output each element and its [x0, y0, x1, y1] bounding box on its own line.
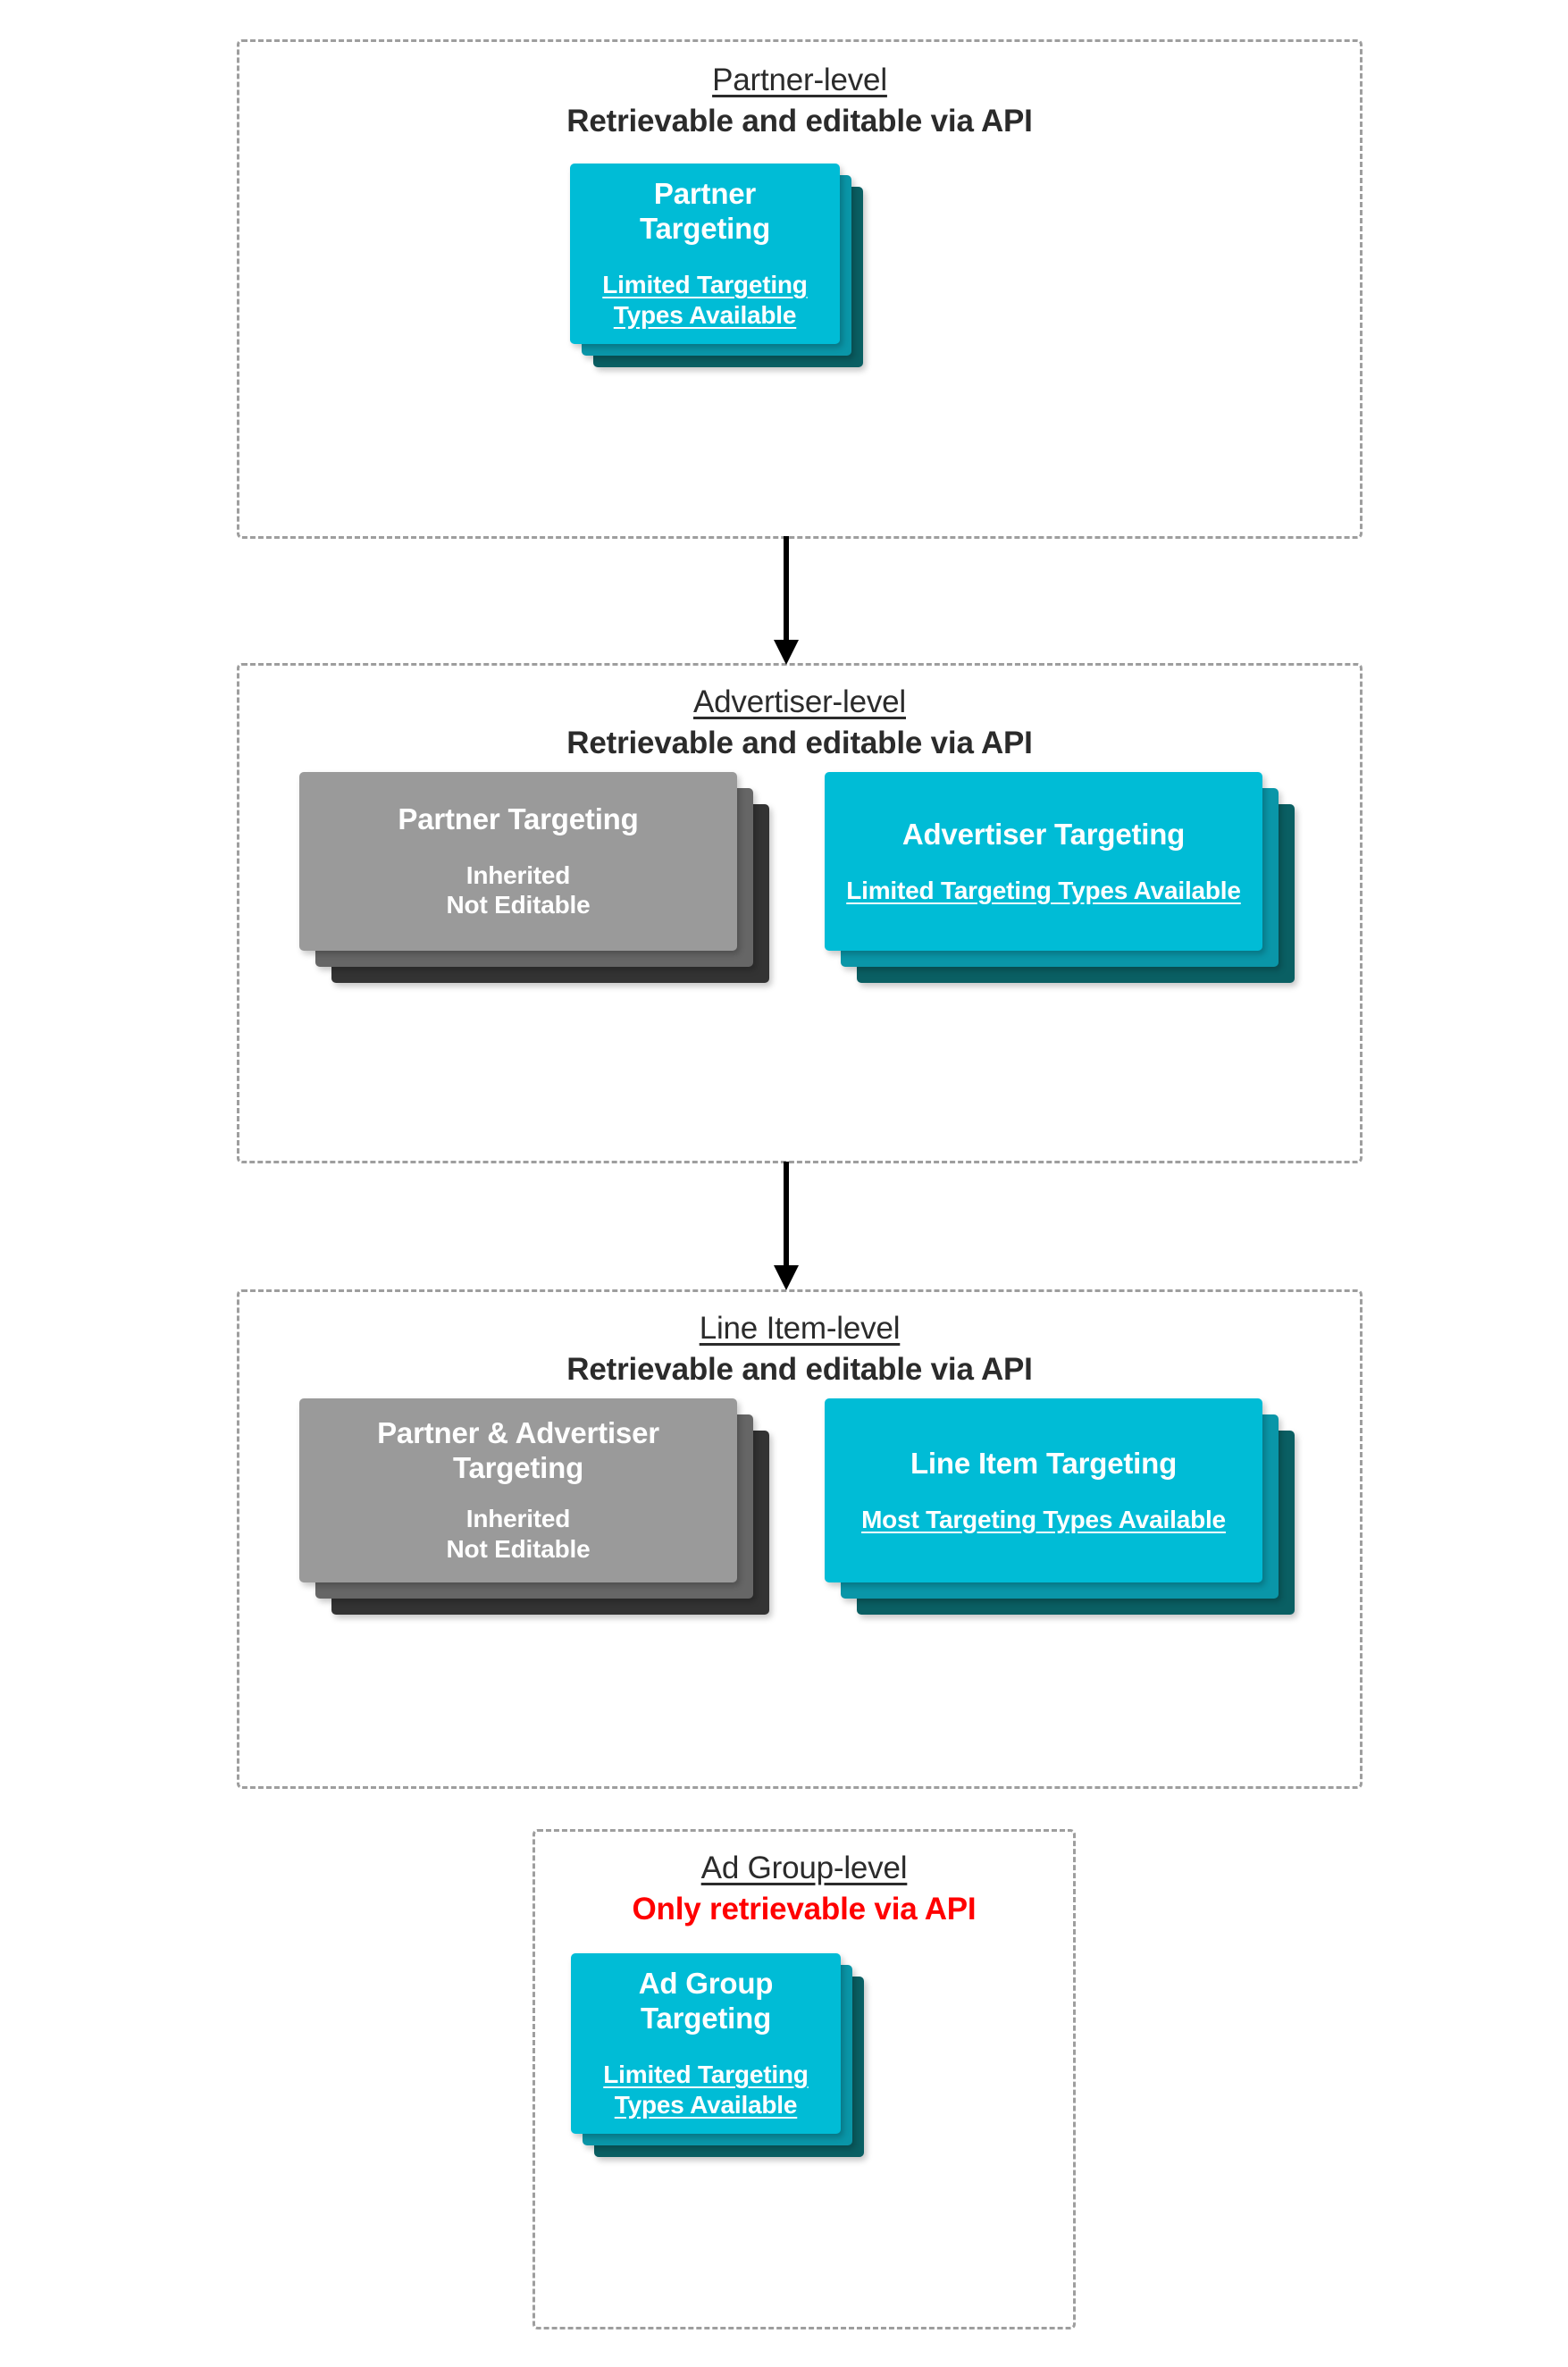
level-subtitle: Only retrievable via API: [632, 1891, 977, 1926]
card-title: Partner & Advertiser Targeting: [377, 1416, 659, 1485]
level-title: Line Item-level: [699, 1311, 901, 1346]
level-subtitle: Retrievable and editable via API: [566, 725, 1033, 760]
level-title: Advertiser-level: [693, 684, 906, 719]
level-container-ad-group: Ad Group-level Only retrievable via API …: [532, 1829, 1076, 2329]
level-subtitle: Retrievable and editable via API: [566, 103, 1033, 138]
card-title: Partner Targeting: [639, 177, 771, 246]
level-heading-partner: Partner-level Retrievable and editable v…: [239, 63, 1360, 138]
card-stack-line-item-targeting[interactable]: Line Item Targeting Most Targeting Types…: [825, 1398, 1295, 1640]
card-layer-front[interactable]: Line Item Targeting Most Targeting Types…: [825, 1398, 1262, 1582]
card-note: Inherited Not Editable: [446, 860, 591, 919]
card-layer-front[interactable]: Ad Group Targeting Limited Targeting Typ…: [571, 1953, 841, 2134]
level-container-partner: Partner-level Retrievable and editable v…: [237, 39, 1363, 539]
level-subtitle: Retrievable and editable via API: [566, 1351, 1033, 1387]
card-title: Ad Group Targeting: [638, 1967, 774, 2035]
level-container-line-item: Line Item-level Retrievable and editable…: [237, 1289, 1363, 1789]
level-container-advertiser: Advertiser-level Retrievable and editabl…: [237, 663, 1363, 1163]
level-heading-line-item: Line Item-level Retrievable and editable…: [239, 1311, 1360, 1387]
card-layer-front[interactable]: Partner & Advertiser Targeting Inherited…: [299, 1398, 737, 1582]
connector-advertiser-to-line-item: [774, 1162, 799, 1290]
card-layer-front[interactable]: Partner Targeting Inherited Not Editable: [299, 772, 737, 951]
card-stack-ad-group-targeting[interactable]: Ad Group Targeting Limited Targeting Typ…: [571, 1953, 866, 2159]
level-title: Partner-level: [712, 63, 887, 97]
card-note: Limited Targeting Types Available: [603, 2061, 809, 2119]
card-note: Limited Targeting Types Available: [602, 271, 808, 329]
card-stack-partner-targeting[interactable]: Partner Targeting Limited Targeting Type…: [570, 164, 865, 369]
card-title: Partner Targeting: [398, 802, 639, 835]
card-stack-advertiser-targeting[interactable]: Advertiser Targeting Limited Targeting T…: [825, 772, 1295, 1013]
card-note: Most Targeting Types Available: [861, 1505, 1226, 1533]
card-title: Advertiser Targeting: [901, 817, 1186, 851]
level-title: Ad Group-level: [700, 1851, 908, 1885]
card-note: Limited Targeting Types Available: [846, 876, 1241, 904]
card-title: Line Item Targeting: [910, 1446, 1178, 1480]
card-stack-inherited-partner-advertiser-targeting[interactable]: Partner & Advertiser Targeting Inherited…: [299, 1398, 769, 1640]
connector-partner-to-advertiser: [774, 536, 799, 665]
card-note: Inherited Not Editable: [446, 1505, 591, 1563]
level-heading-ad-group: Ad Group-level Only retrievable via API: [535, 1851, 1073, 1926]
card-layer-front[interactable]: Partner Targeting Limited Targeting Type…: [570, 164, 840, 344]
level-heading-advertiser: Advertiser-level Retrievable and editabl…: [239, 684, 1360, 760]
card-layer-front[interactable]: Advertiser Targeting Limited Targeting T…: [825, 772, 1262, 951]
card-stack-inherited-partner-targeting[interactable]: Partner Targeting Inherited Not Editable: [299, 772, 769, 1013]
